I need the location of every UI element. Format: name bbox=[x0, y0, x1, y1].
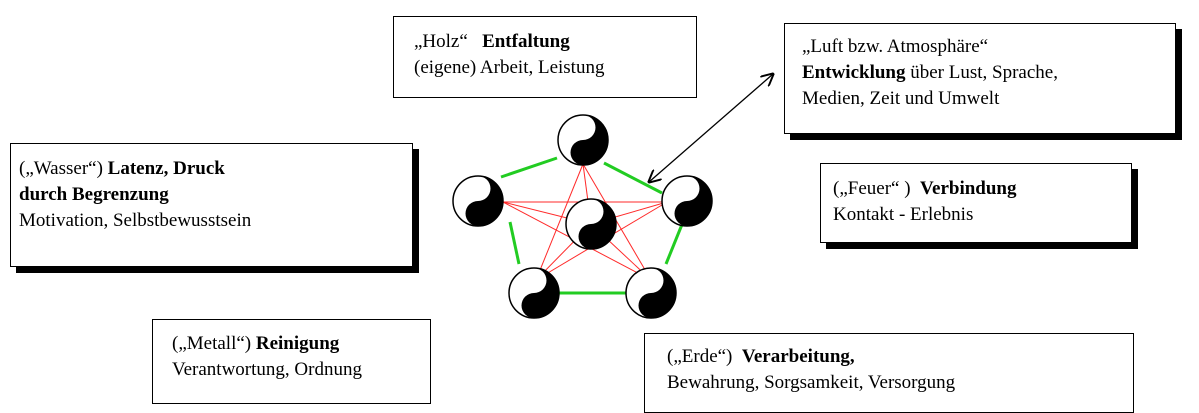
feuer-tag: („Feuer“ ) bbox=[833, 178, 921, 199]
holz-keyword: Entfaltung bbox=[482, 31, 570, 52]
wasser-line3: Motivation, Selbstbewusstsein bbox=[19, 210, 252, 231]
erde-description: Bewahrung, Sorgsamkeit, Versorgung bbox=[667, 372, 956, 393]
wasser-tag: („Wasser“) bbox=[19, 158, 108, 179]
double-arrow bbox=[649, 74, 773, 182]
holz-tag: „Holz“ bbox=[414, 31, 483, 52]
luft-keyword: Entwicklung bbox=[802, 62, 906, 83]
wasser-line2: durch Begrenzung bbox=[19, 182, 412, 208]
luft-box: „Luft bzw. Atmosphäre“ Entwicklung über … bbox=[784, 23, 1176, 134]
luft-line2: Entwicklung über Lust, Sprache, bbox=[802, 60, 1175, 86]
yin-yang-left-icon bbox=[452, 175, 504, 227]
yin-yang-lower-left-icon bbox=[508, 267, 560, 319]
metall-title-line: („Metall“) Reinigung bbox=[172, 331, 430, 357]
metall-box: („Metall“) Reinigung Verantwortung, Ordn… bbox=[152, 319, 431, 404]
holz-description: (eigene) Arbeit, Leistung bbox=[414, 57, 605, 78]
yin-yang-lower-right-icon bbox=[625, 267, 677, 319]
holz-box: „Holz“ Entfaltung (eigene) Arbeit, Leist… bbox=[393, 16, 697, 98]
luft-tag: „Luft bzw. Atmosphäre“ bbox=[802, 36, 989, 57]
metall-description: Verantwortung, Ordnung bbox=[172, 359, 362, 380]
feuer-description: Kontakt - Erlebnis bbox=[833, 204, 974, 225]
feuer-title-line: („Feuer“ ) Verbindung bbox=[833, 176, 1131, 202]
luft-line3: Medien, Zeit und Umwelt bbox=[802, 88, 1000, 109]
holz-title-line: „Holz“ Entfaltung bbox=[414, 29, 696, 55]
wasser-box: („Wasser“) Latenz, Druck durch Begrenzun… bbox=[10, 143, 413, 267]
generating-cycle-lines bbox=[500, 156, 685, 295]
erde-box: („Erde“) Verarbeitung, Bewahrung, Sorgsa… bbox=[644, 333, 1134, 413]
yin-yang-right-icon bbox=[661, 175, 713, 227]
feuer-box: („Feuer“ ) Verbindung Kontakt - Erlebnis bbox=[820, 163, 1132, 243]
luft-line2-rest: über Lust, Sprache, bbox=[905, 62, 1058, 83]
metall-tag: („Metall“) bbox=[172, 333, 256, 354]
erde-tag: („Erde“) bbox=[667, 346, 742, 367]
feuer-keyword: Verbindung bbox=[920, 178, 1017, 199]
wasser-line1: („Wasser“) Latenz, Druck bbox=[19, 156, 412, 182]
yin-yang-top-icon bbox=[557, 114, 609, 166]
erde-keyword: Verarbeitung, bbox=[741, 346, 855, 367]
yin-yang-center-icon bbox=[565, 198, 617, 250]
wasser-keyword1: Latenz, Druck bbox=[107, 158, 225, 179]
metall-keyword: Reinigung bbox=[255, 333, 340, 354]
wasser-keyword2: durch Begrenzung bbox=[19, 184, 169, 205]
erde-title-line: („Erde“) Verarbeitung, bbox=[667, 344, 1133, 370]
